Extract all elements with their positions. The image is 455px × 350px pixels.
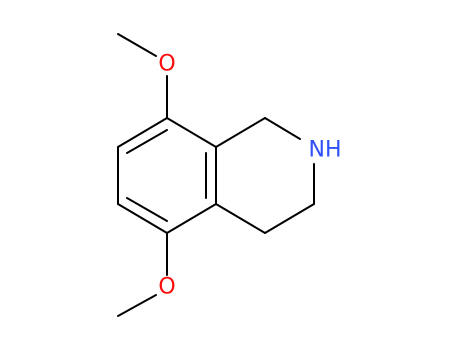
oxygen-atom-bottom: O	[158, 275, 175, 300]
methoxy-top	[117, 33, 168, 119]
bond-c4a-c5	[166, 203, 217, 234]
methoxy-bottom	[117, 232, 168, 317]
bond-c8a-c1	[215, 117, 266, 148]
bond-c8-c8a	[166, 117, 217, 148]
bond-c7-c8	[117, 117, 168, 148]
piperidine-ring	[215, 117, 315, 234]
bond-c5-c6-inner	[126, 197, 168, 222]
bond-c7-c8-inner	[126, 129, 168, 154]
bond-c5-c6	[117, 203, 168, 234]
bond-c1-n2	[264, 117, 301, 140]
bond-c3-c4	[264, 203, 315, 234]
oxygen-atom-top: O	[158, 52, 175, 77]
bond-c4-c4a	[215, 203, 266, 234]
bond-o-ch3-bottom	[117, 294, 157, 317]
nitrogen-atom: NH	[309, 138, 342, 163]
benzene-ring	[117, 117, 217, 234]
bond-o-ch3-top	[117, 33, 157, 57]
